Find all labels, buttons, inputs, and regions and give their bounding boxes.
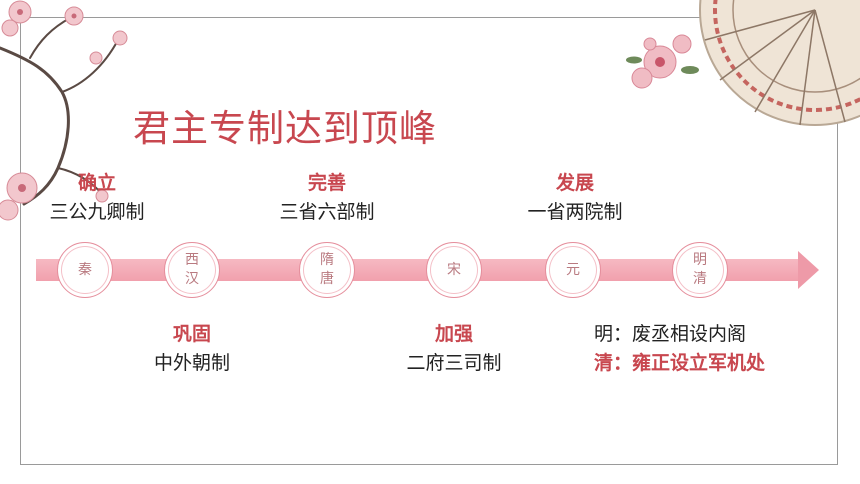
timeline-node-ming-qing: 明清: [672, 242, 728, 298]
stage-label-strengthen: 加强: [434, 323, 474, 345]
note-qing-grand-council: 清：雍正设立军机处: [594, 352, 766, 374]
system-label-three-departments-six-ministries: 三省六部制: [279, 201, 375, 223]
timeline-arrow-bar: [36, 259, 804, 281]
stage-label-establish: 确立: [77, 172, 117, 194]
system-label-two-offices-three-commissions: 二府三司制: [406, 352, 502, 374]
system-label-one-province-two-courts: 一省两院制: [527, 201, 623, 223]
stage-label-perfect: 完善: [307, 172, 347, 194]
system-label-inner-outer-court: 中外朝制: [153, 352, 231, 374]
system-label-three-ducal-nine-ministers: 三公九卿制: [49, 201, 145, 223]
page-title: 君主专制达到顶峰: [133, 107, 437, 150]
timeline-node-western-han: 西汉: [164, 242, 220, 298]
timeline-node-song: 宋: [426, 242, 482, 298]
stage-label-consolidate: 巩固: [172, 323, 212, 345]
timeline-node-yuan: 元: [545, 242, 601, 298]
stage-label-develop: 发展: [555, 172, 595, 194]
timeline-node-sui-tang: 隋唐: [299, 242, 355, 298]
note-ming-grand-secretariat: 明：废丞相设内阁: [594, 323, 747, 345]
timeline-node-qin: 秦: [57, 242, 113, 298]
timeline-arrow-head: [798, 251, 819, 289]
content-frame: [20, 17, 838, 465]
